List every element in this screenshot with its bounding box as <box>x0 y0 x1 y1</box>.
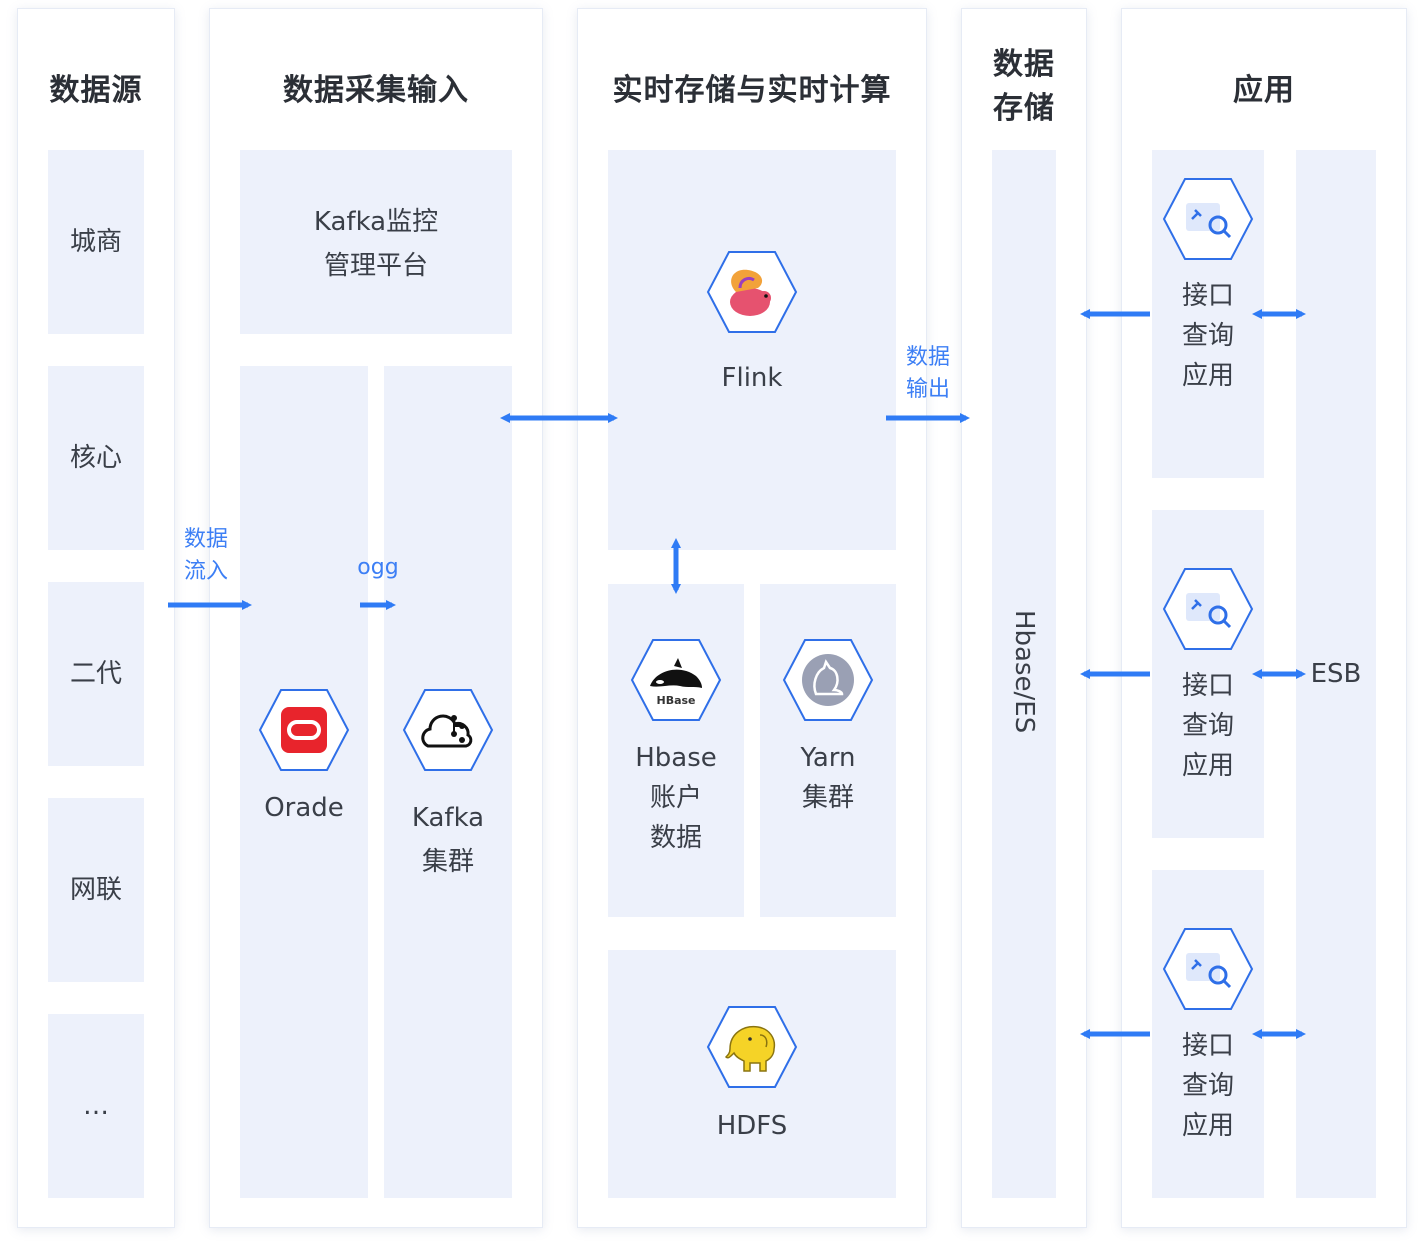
kafka-monitor-box <box>240 150 512 334</box>
column-title-data-storage: 数据 存储 <box>993 47 1055 126</box>
oracle-box <box>240 366 368 1198</box>
column-title-realtime-compute: 实时存储与实时计算 <box>612 73 892 108</box>
esb-label: ESB <box>1310 659 1362 689</box>
column-title-data-sources: 数据源 <box>49 73 143 108</box>
esb-box <box>1296 150 1376 1198</box>
kafka-cluster-box <box>384 366 512 1198</box>
app-box <box>1152 510 1264 838</box>
flink-squirrel-icon <box>706 251 798 333</box>
yarn-cat-icon <box>782 639 874 721</box>
oracle-icon <box>258 689 350 771</box>
search-interface-icon <box>1162 928 1254 1010</box>
hbase-es-box <box>992 150 1056 1198</box>
kafka-cloud-icon <box>402 689 494 771</box>
flink-box <box>608 150 896 550</box>
hdfs-label: HDFS <box>716 1111 788 1141</box>
svg-text:HBase: HBase <box>656 694 695 707</box>
source-item <box>48 582 144 766</box>
source-item <box>48 150 144 334</box>
app-label: 接口 查询 应用 <box>1181 281 1234 391</box>
source-label: … <box>83 1091 109 1121</box>
column-title-data-ingest: 数据采集输入 <box>283 73 469 108</box>
flink-label: Flink <box>721 363 783 393</box>
source-label: 网联 <box>69 875 122 905</box>
search-interface-icon <box>1162 568 1254 650</box>
yarn-label: Yarn 集群 <box>800 743 856 813</box>
hbase-orca-icon: HBase <box>630 639 722 721</box>
source-item <box>48 1014 144 1198</box>
source-item <box>48 366 144 550</box>
data-in-label: 数据 流入 <box>183 527 228 584</box>
data-out-label: 数据 输出 <box>905 345 950 402</box>
hadoop-elephant-icon <box>706 1006 798 1088</box>
column-title-applications: 应用 <box>1233 73 1295 108</box>
ogg-label: ogg <box>357 555 399 580</box>
source-label: 核心 <box>69 443 122 473</box>
source-label: 城商 <box>69 227 122 257</box>
kafka-cluster-label: Kafka 集群 <box>411 803 485 877</box>
source-item <box>48 798 144 982</box>
hbase-label: Hbase 账户 数据 <box>635 743 717 853</box>
app-box <box>1152 870 1264 1198</box>
search-interface-icon <box>1162 178 1254 260</box>
app-label: 接口 查询 应用 <box>1181 1031 1234 1141</box>
kafka-monitor-label: Kafka监控 管理平台 <box>313 207 439 281</box>
source-label: 二代 <box>69 659 122 689</box>
oracle-label: Orade <box>264 793 344 823</box>
app-label: 接口 查询 应用 <box>1181 671 1234 781</box>
